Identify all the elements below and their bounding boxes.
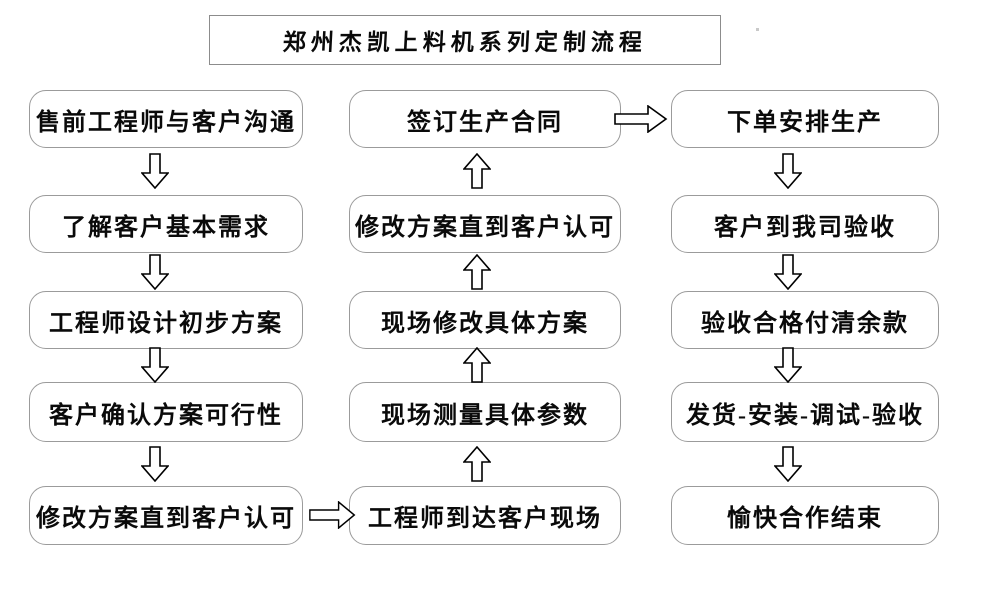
flow-box-left-5: 修改方案直到客户认可 (29, 486, 303, 545)
flow-box-left-1: 售前工程师与客户沟通 (29, 90, 303, 148)
flow-box-middle-4: 现场测量具体参数 (349, 382, 621, 442)
right-arrow-connector-middle-to-right (614, 105, 668, 133)
flow-box-right-1: 下单安排生产 (671, 90, 939, 148)
flow-box-right-5: 愉快合作结束 (671, 486, 939, 545)
down-arrow-connector-right-3 (774, 347, 802, 383)
down-arrow-connector-left-4 (141, 446, 169, 482)
flow-box-middle-5: 工程师到达客户现场 (349, 486, 621, 545)
up-arrow-connector-middle-1 (463, 153, 491, 189)
up-arrow-connector-middle-4 (463, 446, 491, 482)
down-arrow-connector-left-2 (141, 254, 169, 290)
flow-box-middle-3: 现场修改具体方案 (349, 291, 621, 349)
flow-box-left-2: 了解客户基本需求 (29, 195, 303, 253)
down-arrow-connector-right-1 (774, 153, 802, 189)
flow-box-right-4: 发货-安装-调试-验收 (671, 382, 939, 442)
flow-box-middle-2: 修改方案直到客户认可 (349, 195, 621, 253)
down-arrow-connector-left-1 (141, 153, 169, 189)
up-arrow-connector-middle-2 (463, 254, 491, 290)
flow-box-right-3: 验收合格付清余款 (671, 291, 939, 349)
flow-box-left-3: 工程师设计初步方案 (29, 291, 303, 349)
down-arrow-connector-right-4 (774, 446, 802, 482)
title-box: 郑州杰凯上料机系列定制流程 (209, 15, 721, 65)
right-arrow-connector-left-to-middle (309, 501, 356, 529)
page-title: 郑州杰凯上料机系列定制流程 (282, 30, 648, 55)
up-arrow-connector-middle-3 (463, 347, 491, 383)
flow-box-right-2: 客户到我司验收 (671, 195, 939, 253)
down-arrow-connector-left-3 (141, 347, 169, 383)
scan-artifact-dot (756, 28, 759, 31)
down-arrow-connector-right-2 (774, 254, 802, 290)
flow-box-middle-1: 签订生产合同 (349, 90, 621, 148)
flow-box-left-4: 客户确认方案可行性 (29, 382, 303, 442)
